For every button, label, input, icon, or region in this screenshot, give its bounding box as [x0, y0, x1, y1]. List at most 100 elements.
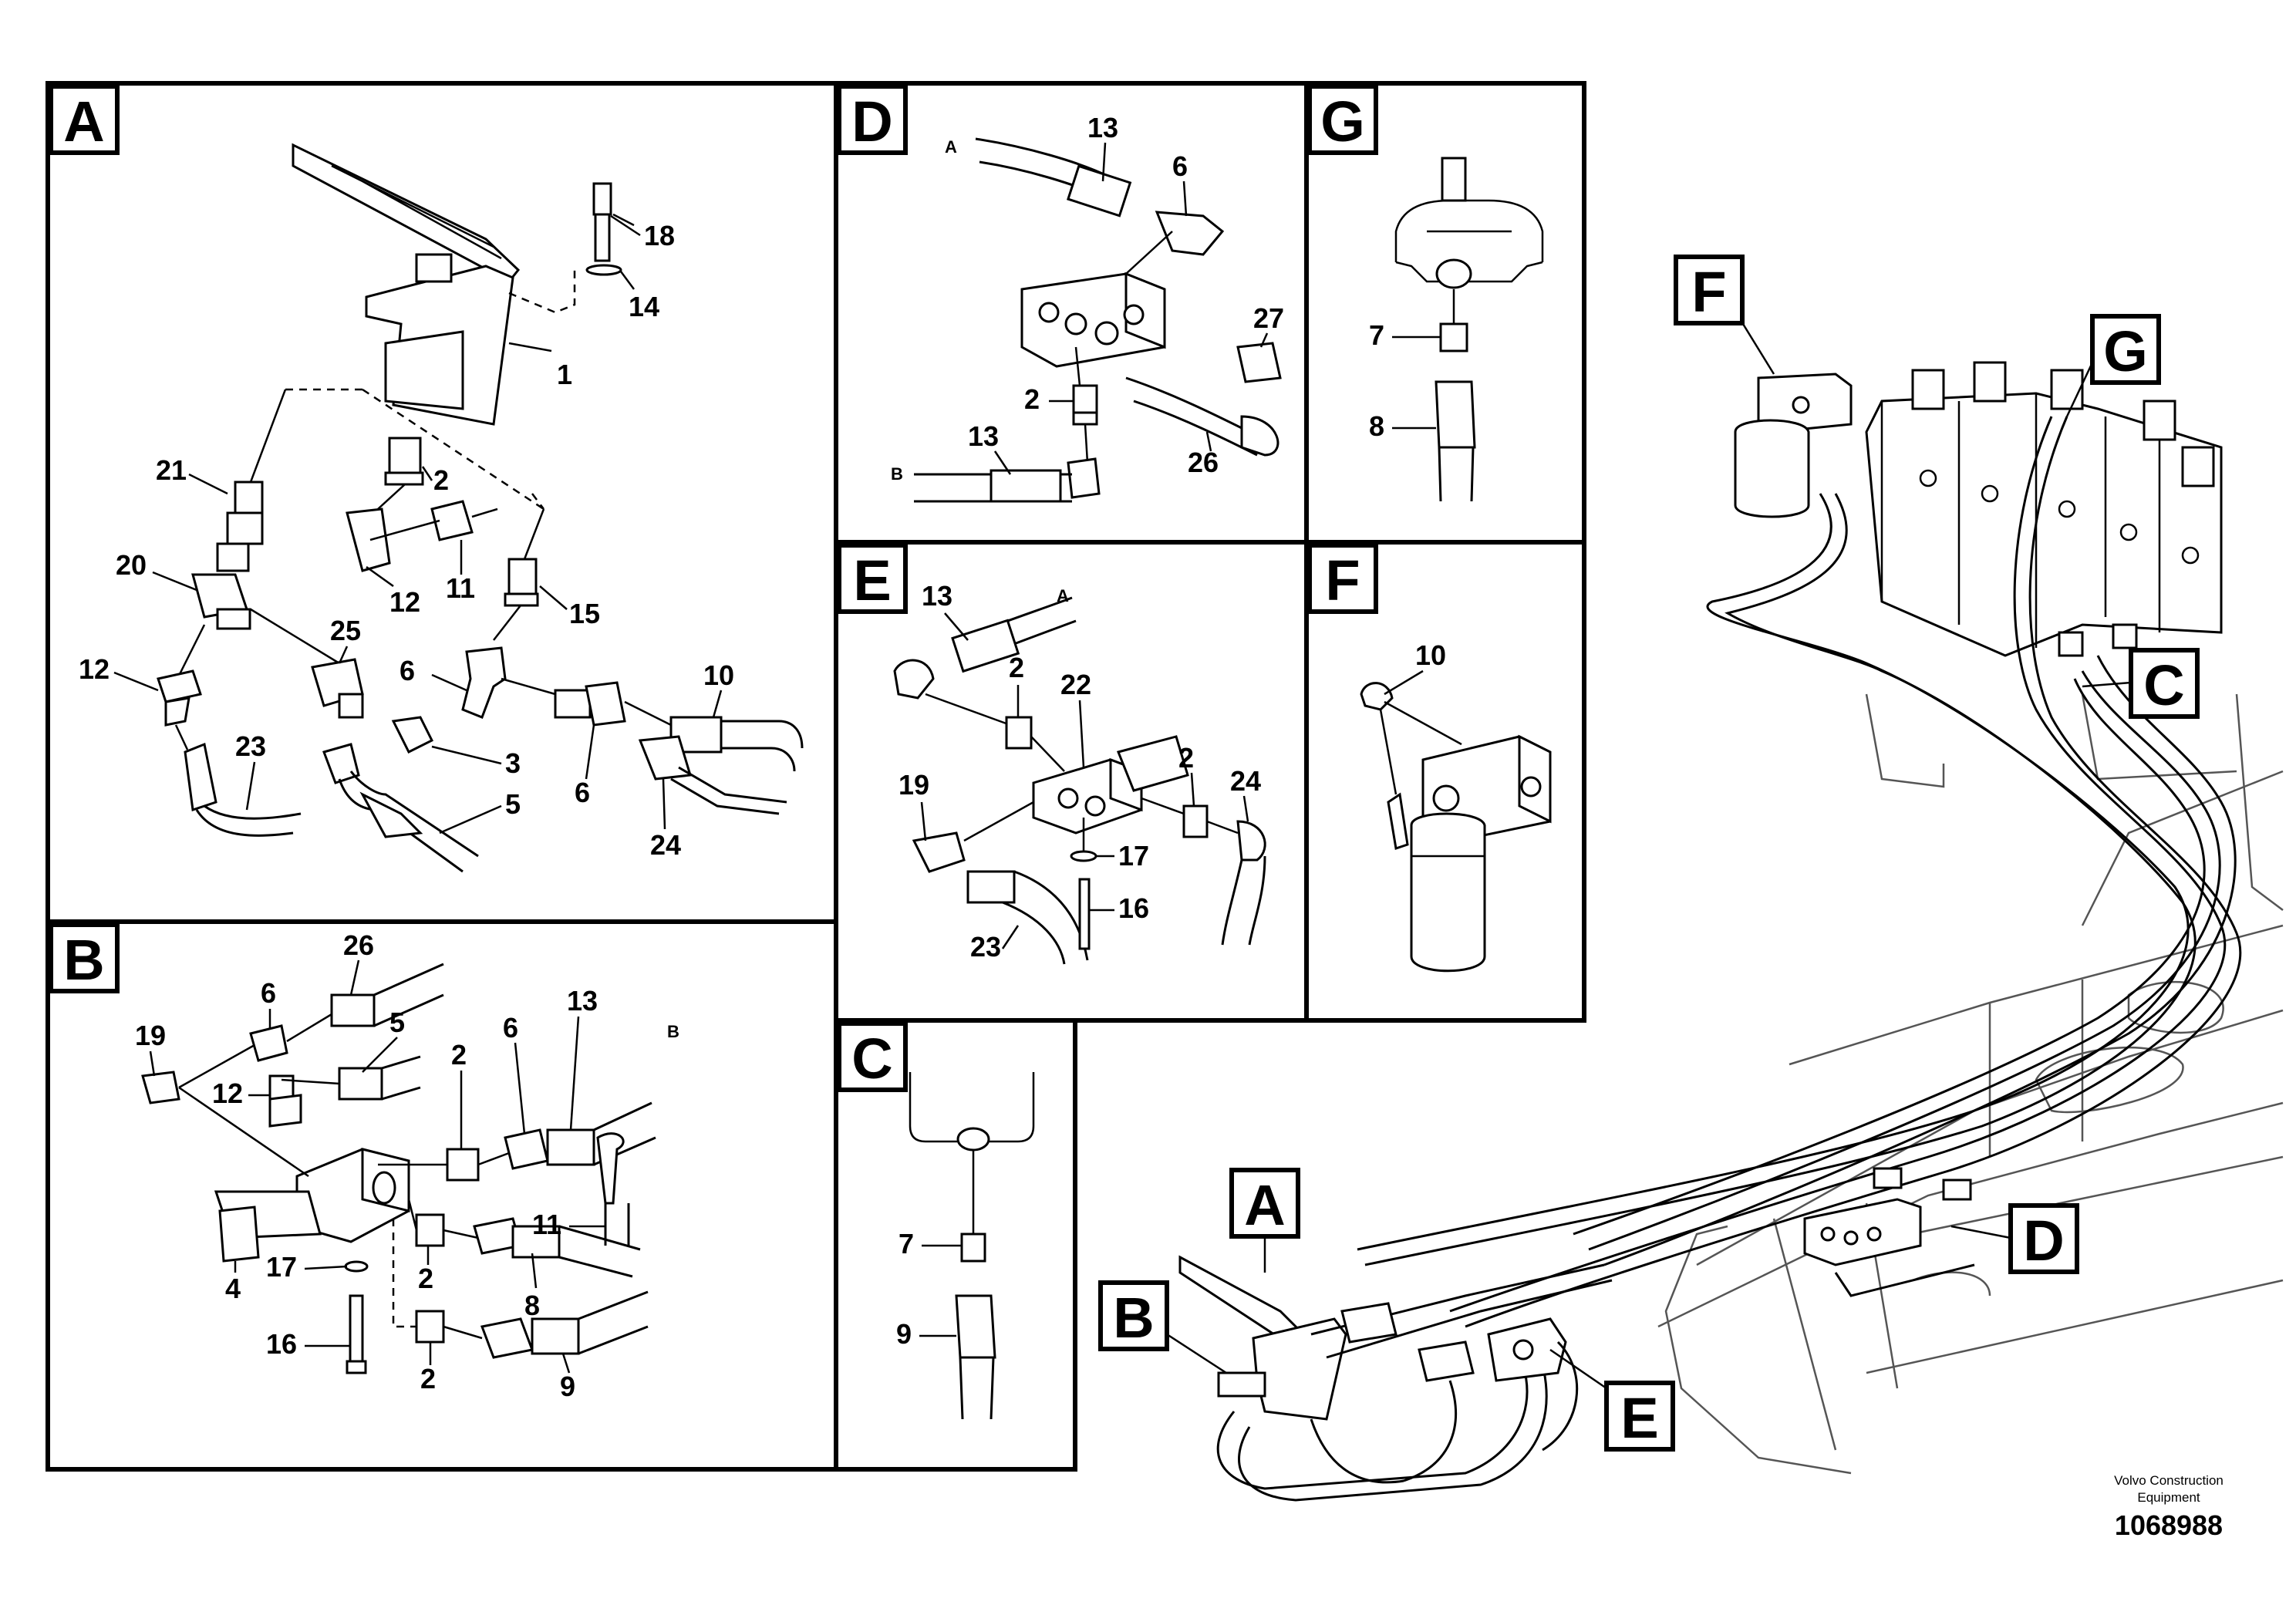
section-letter: B [1113, 1286, 1154, 1350]
part-number-label: 8 [1369, 410, 1384, 442]
part-number-label: 11 [532, 1209, 561, 1240]
section-letter: C [2143, 653, 2184, 717]
part-number-label: 13 [1087, 112, 1118, 143]
panel-g-drawing: 7 8 [1369, 157, 1544, 502]
part-number-label: 15 [569, 598, 600, 629]
panel-e-header: E [837, 543, 908, 614]
section-letter: B [63, 928, 104, 992]
part-number-label: 10 [703, 659, 734, 691]
part-number-label: B [667, 1022, 679, 1041]
part-number-label: 7 [1369, 319, 1384, 351]
panel-a-frame [46, 81, 838, 924]
section-letter: A [1244, 1173, 1285, 1237]
part-number-label: 19 [135, 1020, 166, 1051]
callout-c: C [2082, 648, 2200, 719]
document-number: 1068988 [2115, 1509, 2223, 1541]
part-number-label: 16 [266, 1328, 297, 1360]
part-number-label: 17 [1118, 840, 1149, 872]
part-number-label: 1 [557, 359, 572, 390]
part-number-label: 16 [1118, 892, 1149, 924]
part-number-label: 2 [1009, 652, 1024, 683]
part-number-label: 13 [968, 420, 999, 452]
footer: Volvo Construction Equipment 1068988 [2114, 1473, 2224, 1541]
panel-a-drawing: 18 14 1 21 2 20 11 12 15 25 12 6 10 23 3… [79, 143, 804, 873]
panel-f-drawing: 10 [1360, 639, 1552, 973]
part-number-label: 7 [899, 1228, 914, 1259]
section-letter: E [1620, 1386, 1658, 1450]
part-number-label: 2 [433, 464, 449, 496]
part-number-label: 25 [330, 615, 361, 646]
section-letter: F [1325, 548, 1360, 612]
section-letter: D [851, 89, 892, 153]
section-letter: G [2103, 319, 2148, 383]
panel-g-header: G [1307, 84, 1378, 155]
panel-a-header: A [49, 84, 120, 155]
panel-d-header: D [837, 84, 908, 155]
section-letter: G [1320, 89, 1365, 153]
panel-c-frame [834, 1018, 1077, 1472]
part-number-label: 6 [261, 977, 276, 1009]
callout-b: B [1098, 1280, 1227, 1374]
section-letter: E [853, 548, 891, 612]
part-number-label: 26 [343, 929, 374, 961]
part-number-label: 6 [1172, 150, 1188, 182]
part-number-label: A [945, 137, 957, 157]
panel-e-drawing: 13 A 2 22 2 24 19 17 16 23 [893, 580, 1266, 965]
part-number-label: 21 [156, 454, 187, 486]
panel-c-header: C [837, 1021, 908, 1092]
part-number-label: 2 [420, 1363, 436, 1394]
part-number-label: 14 [629, 291, 659, 322]
part-number-label: 3 [505, 747, 521, 779]
part-number-label: 4 [225, 1273, 241, 1304]
part-number-label: 2 [418, 1263, 433, 1294]
part-number-label: 6 [400, 655, 415, 686]
part-number-label: 8 [524, 1290, 540, 1321]
part-number-label: 5 [505, 788, 521, 820]
part-number-label: 18 [644, 220, 675, 251]
callout-f: F [1674, 255, 1775, 375]
part-number-label: 13 [567, 985, 598, 1017]
part-number-label: 22 [1060, 669, 1091, 700]
callout-d: D [1950, 1203, 2079, 1274]
part-number-label: 11 [446, 572, 475, 604]
part-number-label: 24 [1230, 765, 1261, 797]
panel-c-drawing: 7 9 [896, 1072, 1035, 1420]
part-number-label: 19 [899, 769, 929, 801]
panel-b-frame [46, 919, 838, 1472]
part-number-label: 12 [79, 653, 110, 685]
part-number-label: 9 [560, 1371, 575, 1402]
section-letter: D [2023, 1209, 2064, 1273]
callout-a: A [1229, 1168, 1300, 1273]
panel-f-header: F [1307, 543, 1378, 614]
part-number-label: 12 [212, 1077, 243, 1109]
company-name-line1: Volvo Construction [2114, 1473, 2224, 1488]
part-number-label: 2 [1178, 742, 1194, 774]
part-number-label: 5 [389, 1007, 405, 1038]
part-number-label: 23 [970, 931, 1001, 963]
part-number-label: 12 [389, 586, 420, 618]
panel-f-frame [1304, 540, 1586, 1023]
part-number-label: 13 [922, 580, 952, 612]
panel-b-drawing: 26 6 5 13 B 19 2 6 12 11 4 17 2 8 16 2 9 [135, 929, 679, 1402]
part-number-label: A [1057, 586, 1069, 605]
panel-d-drawing: A 13 6 27 2 13 26 B [891, 112, 1284, 503]
section-letter: C [851, 1027, 892, 1091]
part-number-label: 20 [116, 549, 147, 581]
part-number-label: 2 [1024, 383, 1040, 415]
callout-e: E [1549, 1348, 1675, 1452]
panel-b-header: B [49, 922, 120, 993]
company-name-line2: Equipment [2137, 1490, 2200, 1505]
section-letter: A [63, 89, 104, 153]
machine-overview [1178, 361, 2284, 1502]
section-letter: F [1691, 260, 1726, 324]
part-number-label: 6 [575, 777, 590, 808]
part-number-label: 26 [1188, 447, 1219, 478]
part-number-label: 6 [503, 1012, 518, 1044]
part-number-label: 9 [896, 1318, 912, 1350]
callout-g: G [2065, 314, 2161, 417]
part-number-label: 23 [235, 730, 266, 762]
part-number-label: 17 [266, 1251, 297, 1283]
part-number-label: 27 [1253, 302, 1284, 334]
part-number-label: 24 [650, 829, 681, 861]
